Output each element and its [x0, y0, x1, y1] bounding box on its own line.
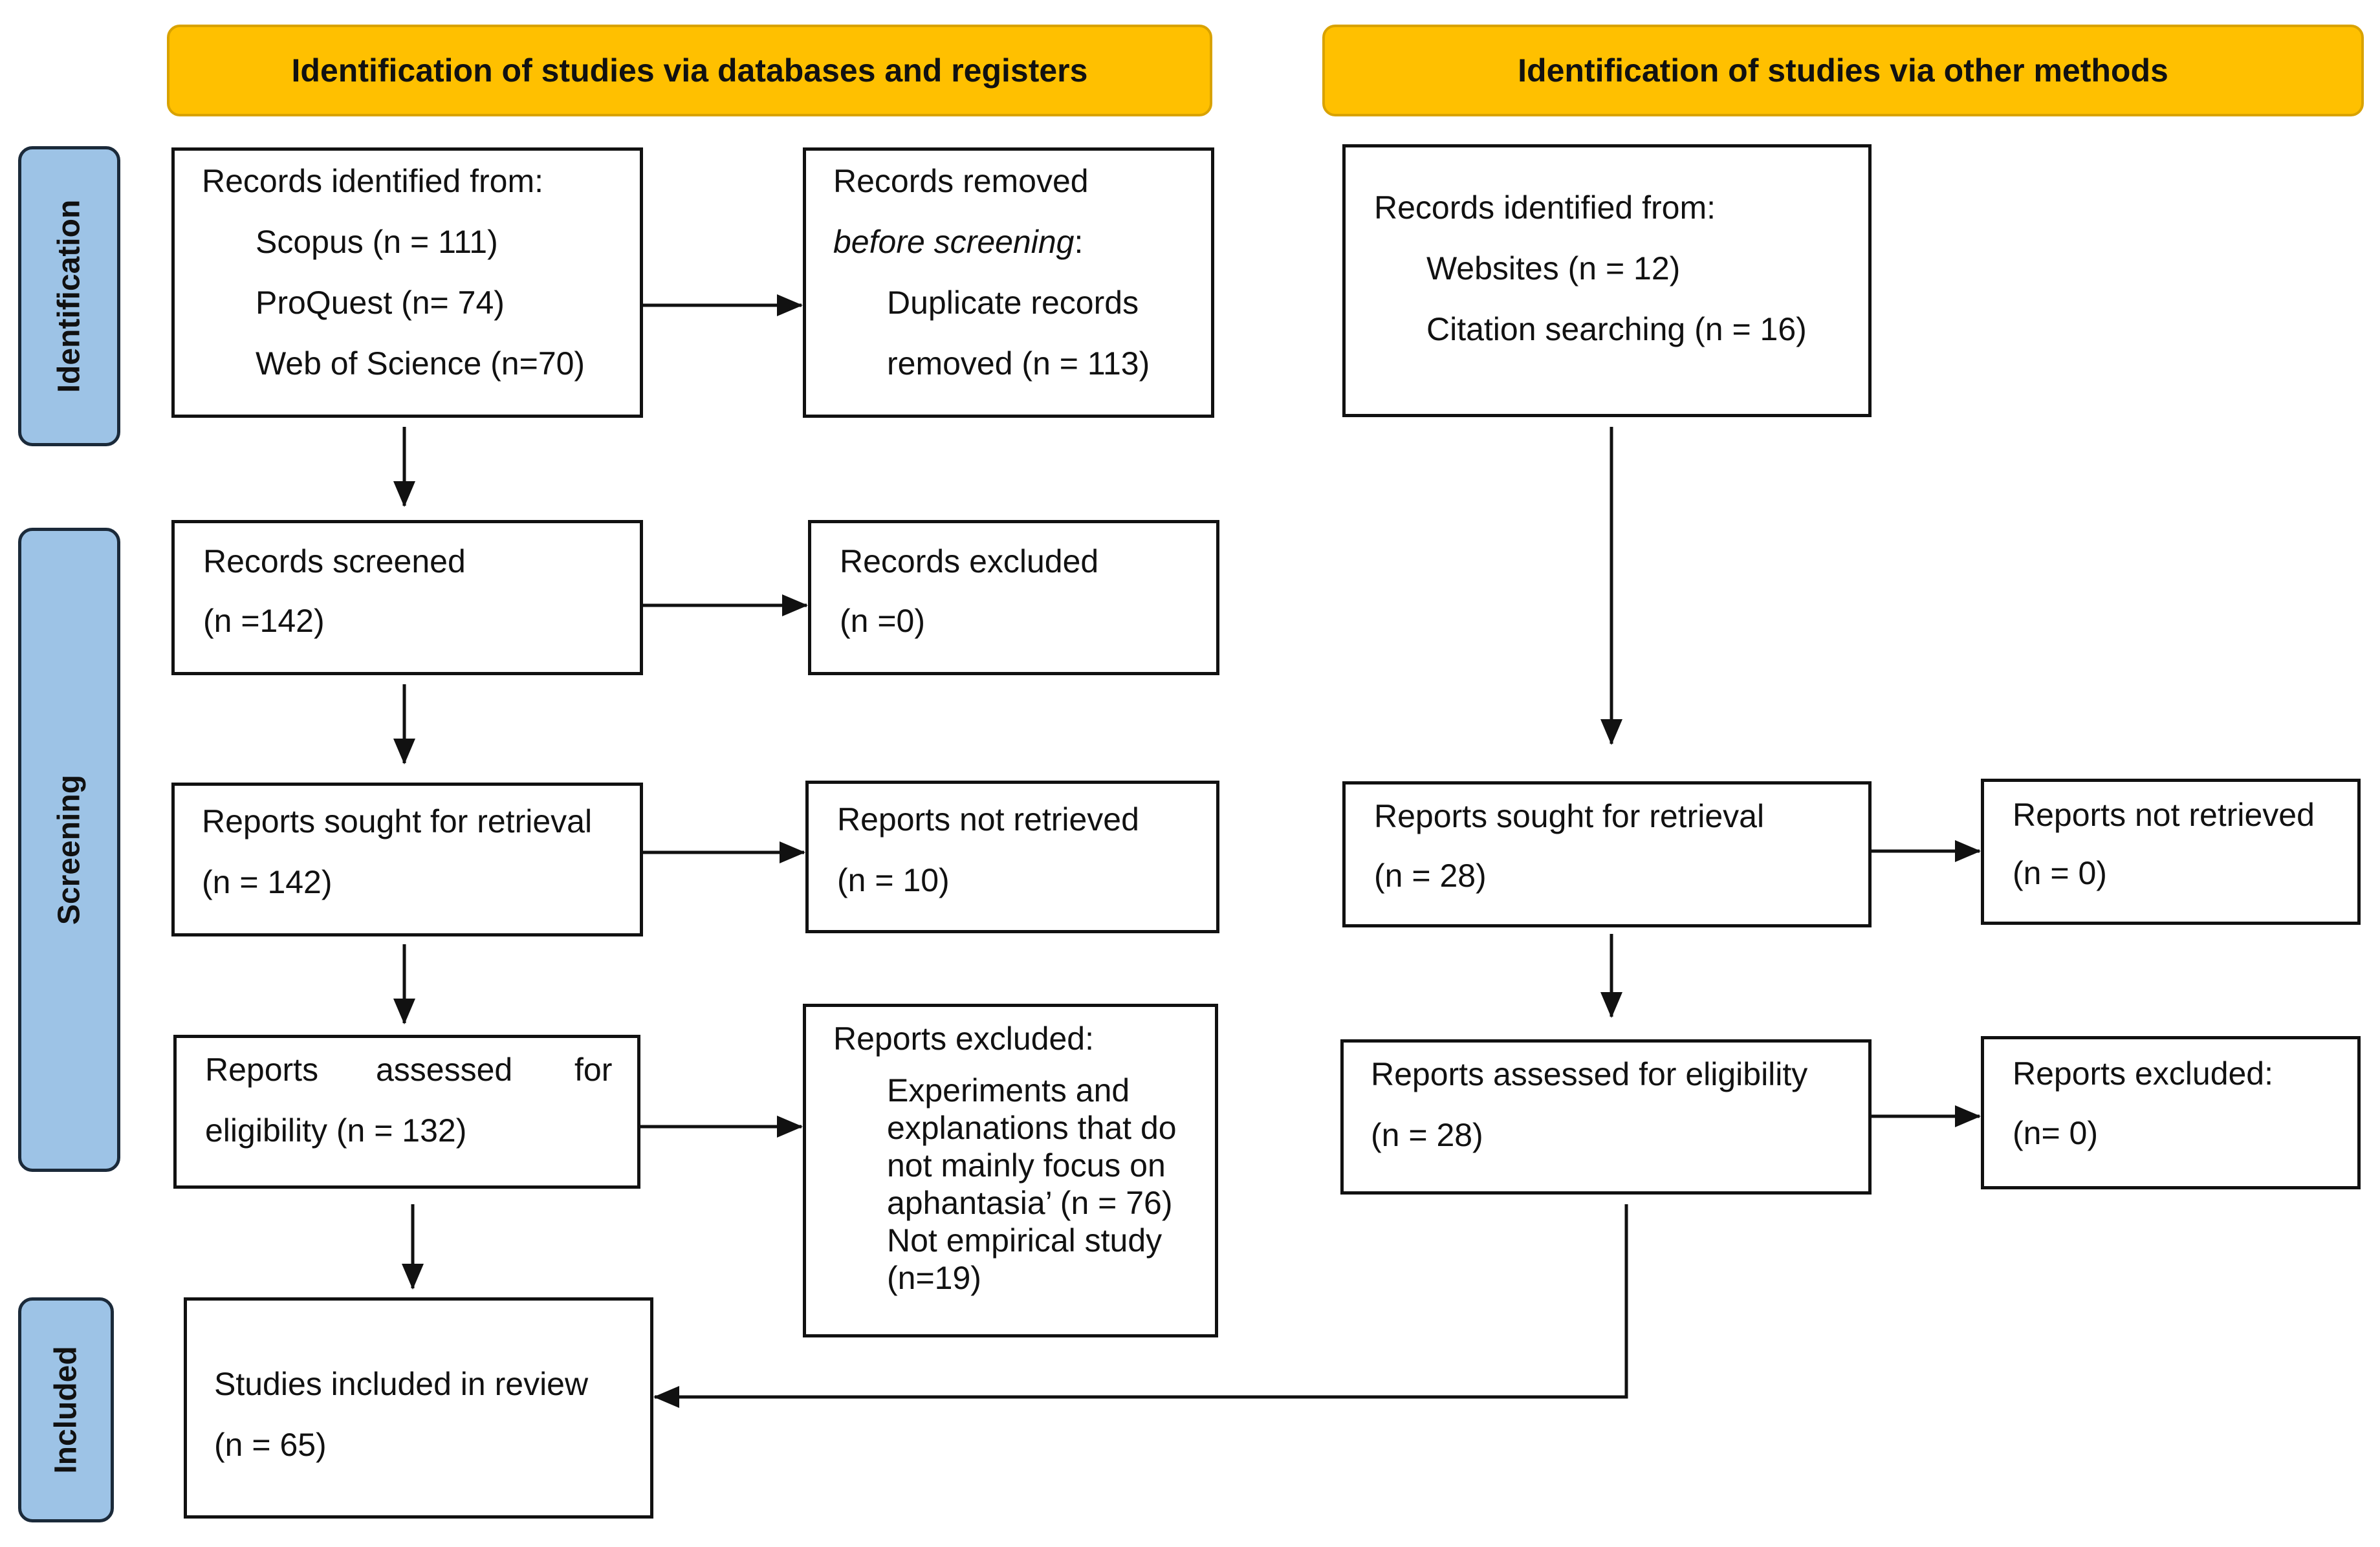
db-assessed-line2: eligibility (n = 132): [205, 1112, 467, 1149]
stage-included-label: Included: [49, 1346, 83, 1474]
included-count: (n = 65): [214, 1427, 327, 1463]
db-records-screened-box: Records screened (n =142): [171, 520, 643, 675]
included-title: Studies included in review: [214, 1366, 589, 1402]
db-records-removed-box: Records removed before screening: Duplic…: [803, 147, 1214, 418]
other-not-retrieved-title: Reports not retrieved: [2013, 797, 2315, 833]
other-not-retrieved-count: (n = 0): [2013, 855, 2107, 891]
db-removed-title: Records removed: [833, 163, 1089, 199]
db-reports-not-retrieved-box: Reports not retrieved (n = 10): [805, 781, 1219, 933]
db-assessed-word3: for: [574, 1052, 613, 1088]
db-reports-excluded-line-5: Not empirical study: [887, 1222, 1163, 1259]
db-reports-excluded-box: Reports excluded: Experiments and explan…: [803, 1004, 1218, 1337]
db-not-retrieved-title: Reports not retrieved: [837, 801, 1139, 838]
stage-screening-label: Screening: [52, 774, 87, 925]
db-reports-excluded-line-2: explanations that do: [887, 1110, 1177, 1146]
other-reports-excluded-count: (n= 0): [2013, 1115, 2099, 1151]
other-sought-title: Reports sought for retrieval: [1374, 798, 1765, 834]
other-sought-count: (n = 28): [1374, 858, 1487, 894]
db-reports-excluded-line-3: not mainly focus on: [887, 1147, 1166, 1184]
db-assessed-word2: assessed: [376, 1052, 513, 1088]
other-reports-excluded-box: Reports excluded: (n= 0): [1981, 1036, 2361, 1189]
db-identified-scopus: Scopus (n = 111): [256, 224, 498, 260]
db-reports-excluded-title: Reports excluded:: [833, 1021, 1095, 1057]
header-other-methods-label: Identification of studies via other meth…: [1518, 52, 2168, 89]
studies-included-box: Studies included in review (n = 65): [184, 1297, 653, 1519]
other-assessed-count: (n = 28): [1371, 1117, 1483, 1153]
db-reports-sought-box: Reports sought for retrieval (n = 142): [171, 783, 643, 936]
stage-included: Included: [18, 1297, 114, 1522]
other-reports-assessed-box: Reports assessed for eligibility (n = 28…: [1340, 1039, 1872, 1195]
db-records-identified-box: Records identified from: Scopus (n = 111…: [171, 147, 643, 418]
other-assessed-title: Reports assessed for eligibility: [1371, 1056, 1808, 1092]
other-records-identified-box: Records identified from: Websites (n = 1…: [1342, 144, 1872, 417]
stage-identification-label: Identification: [52, 199, 87, 393]
db-screened-title: Records screened: [203, 543, 466, 579]
db-reports-excluded-line-1: Experiments and: [887, 1072, 1130, 1109]
other-reports-excluded-title: Reports excluded:: [2013, 1055, 2274, 1092]
db-reports-excluded-line-4: aphantasia’ (n = 76): [887, 1185, 1173, 1221]
db-removed-line1: Duplicate records: [887, 285, 1139, 321]
header-databases-label: Identification of studies via databases …: [291, 52, 1088, 89]
db-reports-excluded-line-6: (n=19): [887, 1260, 981, 1296]
db-not-retrieved-count: (n = 10): [837, 862, 950, 898]
db-removed-line2: removed (n = 113): [887, 345, 1150, 382]
db-removed-subtitle: before screening:: [833, 211, 1083, 272]
other-identified-citation: Citation searching (n = 16): [1426, 311, 1807, 347]
db-sought-count: (n = 142): [202, 864, 333, 900]
other-reports-not-retrieved-box: Reports not retrieved (n = 0): [1981, 779, 2361, 925]
other-reports-sought-box: Reports sought for retrieval (n = 28): [1342, 781, 1872, 927]
db-screened-count: (n =142): [203, 603, 325, 639]
other-identified-title: Records identified from:: [1374, 189, 1716, 226]
stage-identification: Identification: [18, 146, 120, 446]
db-excluded-count: (n =0): [840, 603, 926, 639]
db-removed-subtitle-italic: before screening: [833, 224, 1075, 260]
header-other-methods: Identification of studies via other meth…: [1322, 25, 2364, 116]
db-excluded-title: Records excluded: [840, 543, 1099, 579]
db-assessed-word1: Reports: [205, 1052, 319, 1088]
db-sought-title: Reports sought for retrieval: [202, 803, 593, 839]
stage-screening: Screening: [18, 528, 120, 1172]
db-records-excluded-box: Records excluded (n =0): [808, 520, 1219, 675]
db-identified-wos: Web of Science (n=70): [256, 345, 585, 382]
header-databases: Identification of studies via databases …: [167, 25, 1212, 116]
db-identified-title: Records identified from:: [202, 163, 544, 199]
db-identified-proquest: ProQuest (n= 74): [256, 285, 505, 321]
other-identified-websites: Websites (n = 12): [1426, 250, 1681, 287]
db-removed-subtitle-colon: :: [1074, 224, 1084, 260]
db-reports-assessed-box: Reports assessed for eligibility (n = 13…: [173, 1035, 640, 1189]
